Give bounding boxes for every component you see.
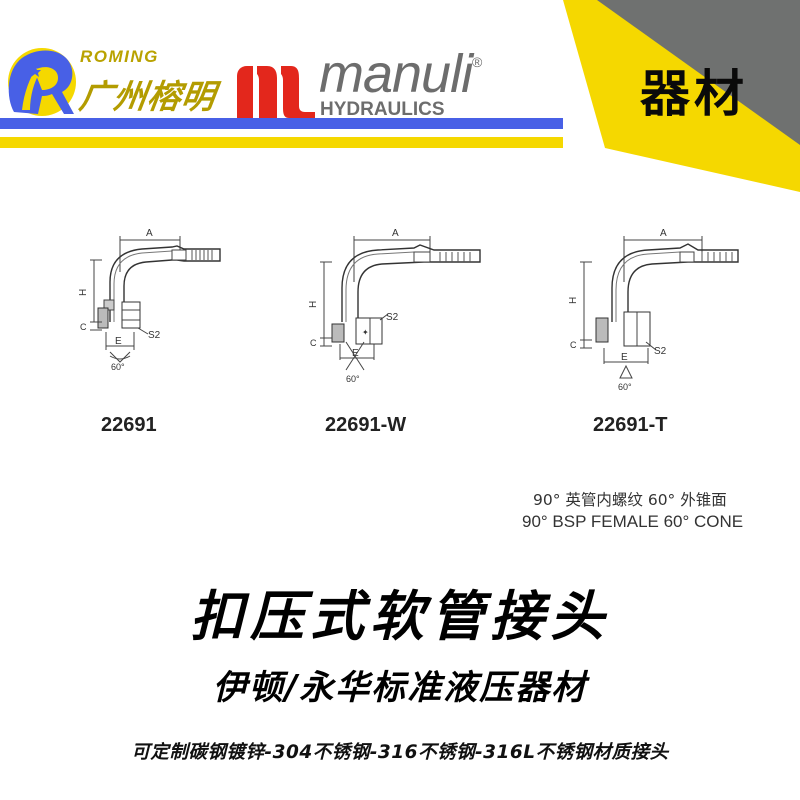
product-code-22691-t: 22691-T [593, 414, 668, 436]
fitting-drawing-22691-w: A ✦ H C E S2 60° [308, 228, 481, 384]
svg-text:A: A [392, 228, 399, 239]
svg-text:60°: 60° [346, 374, 360, 384]
registered-mark: ® [472, 54, 483, 70]
product-code-22691-w: 22691-W [325, 414, 407, 436]
svg-text:H: H [78, 289, 89, 296]
svg-text:E: E [115, 336, 122, 347]
header-stripe-yellow [0, 137, 563, 148]
svg-text:C: C [310, 338, 317, 348]
material-note: 可定制碳钢镀锌-304不锈钢-316不锈钢-316L不锈钢材质接头 [131, 742, 669, 763]
corner-badge-label: 器材 [640, 65, 748, 123]
fitting-drawing-22691: A H C E S2 60° [78, 228, 221, 372]
svg-text:S2: S2 [386, 312, 399, 323]
roming-logo-icon [8, 48, 76, 116]
roming-chinese-name: 广州榕明 [76, 77, 219, 116]
main-title: 扣压式软管接头 [190, 585, 610, 648]
svg-text:S2: S2 [654, 346, 667, 357]
svg-text:S2: S2 [148, 330, 161, 341]
svg-text:60°: 60° [111, 362, 125, 372]
header-stripe-blue [0, 118, 563, 129]
svg-text:✦: ✦ [362, 328, 369, 337]
roming-latin-name: ROMING [80, 47, 159, 66]
svg-text:H: H [308, 301, 319, 308]
svg-text:A: A [660, 228, 667, 239]
manuli-brand-name: manuli [319, 44, 473, 104]
svg-text:E: E [352, 348, 359, 359]
svg-text:H: H [568, 297, 579, 304]
spec-description-chinese: 90° 英管内螺纹 60° 外锥面 [533, 491, 727, 509]
svg-text:C: C [570, 340, 577, 350]
fitting-drawing-22691-t: A H C E S2 60° [568, 228, 739, 392]
spec-description-english: 90° BSP FEMALE 60° CONE [522, 512, 744, 531]
sub-title: 伊顿/永华标准液压器材 [212, 668, 588, 708]
svg-text:E: E [621, 352, 628, 363]
manuli-logo-icon [237, 66, 315, 118]
svg-text:A: A [146, 228, 153, 239]
product-code-22691: 22691 [101, 414, 157, 436]
svg-text:60°: 60° [618, 382, 632, 392]
manuli-subtitle: HYDRAULICS [320, 99, 445, 120]
corner-decoration [563, 0, 800, 192]
svg-text:C: C [80, 322, 87, 332]
